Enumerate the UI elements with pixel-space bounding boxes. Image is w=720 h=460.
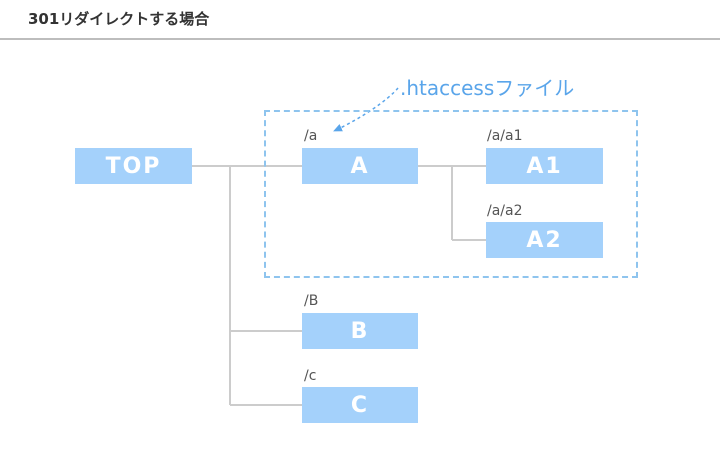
node-a1: A1	[486, 148, 603, 184]
node-top: TOP	[75, 148, 192, 184]
path-label-a1: /a/a1	[487, 128, 523, 144]
node-b: B	[302, 313, 418, 349]
path-label-b: /B	[304, 293, 319, 309]
title-divider	[0, 38, 720, 40]
node-c: C	[302, 387, 418, 423]
htaccess-label: .htaccessファイル	[400, 76, 575, 100]
htaccess-scope-box	[264, 110, 638, 278]
path-label-a: /a	[304, 128, 318, 144]
node-a2: A2	[486, 222, 603, 258]
page-title: 301リダイレクトする場合	[28, 10, 210, 28]
path-label-a2: /a/a2	[487, 203, 523, 219]
node-a: A	[302, 148, 418, 184]
path-label-c: /c	[304, 368, 317, 384]
